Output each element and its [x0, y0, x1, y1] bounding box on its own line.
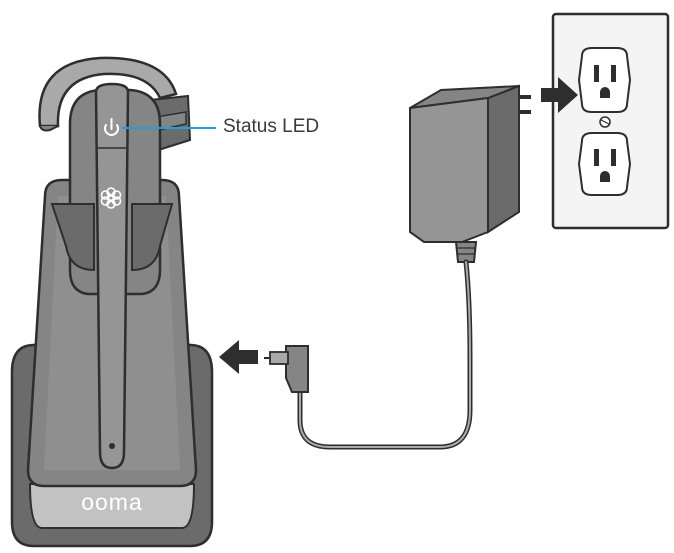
microphone-hole: [109, 443, 115, 449]
ear-hook: [38, 56, 178, 128]
status-led-label: Status LED: [223, 116, 320, 137]
power-cable: [297, 259, 473, 450]
wall-outlet: [551, 12, 670, 230]
upper-receptacle: [577, 47, 632, 113]
lower-receptacle: [577, 132, 632, 196]
dc-plug: [264, 345, 309, 393]
arrow-left-icon: [219, 340, 258, 374]
dock-brand-label: ooma: [81, 489, 143, 515]
ooma-logo-icon: [100, 187, 122, 209]
arrow-right-icon: [541, 77, 578, 113]
power-icon[interactable]: [104, 118, 119, 136]
power-adapter: [409, 84, 531, 263]
headset: [38, 56, 192, 470]
